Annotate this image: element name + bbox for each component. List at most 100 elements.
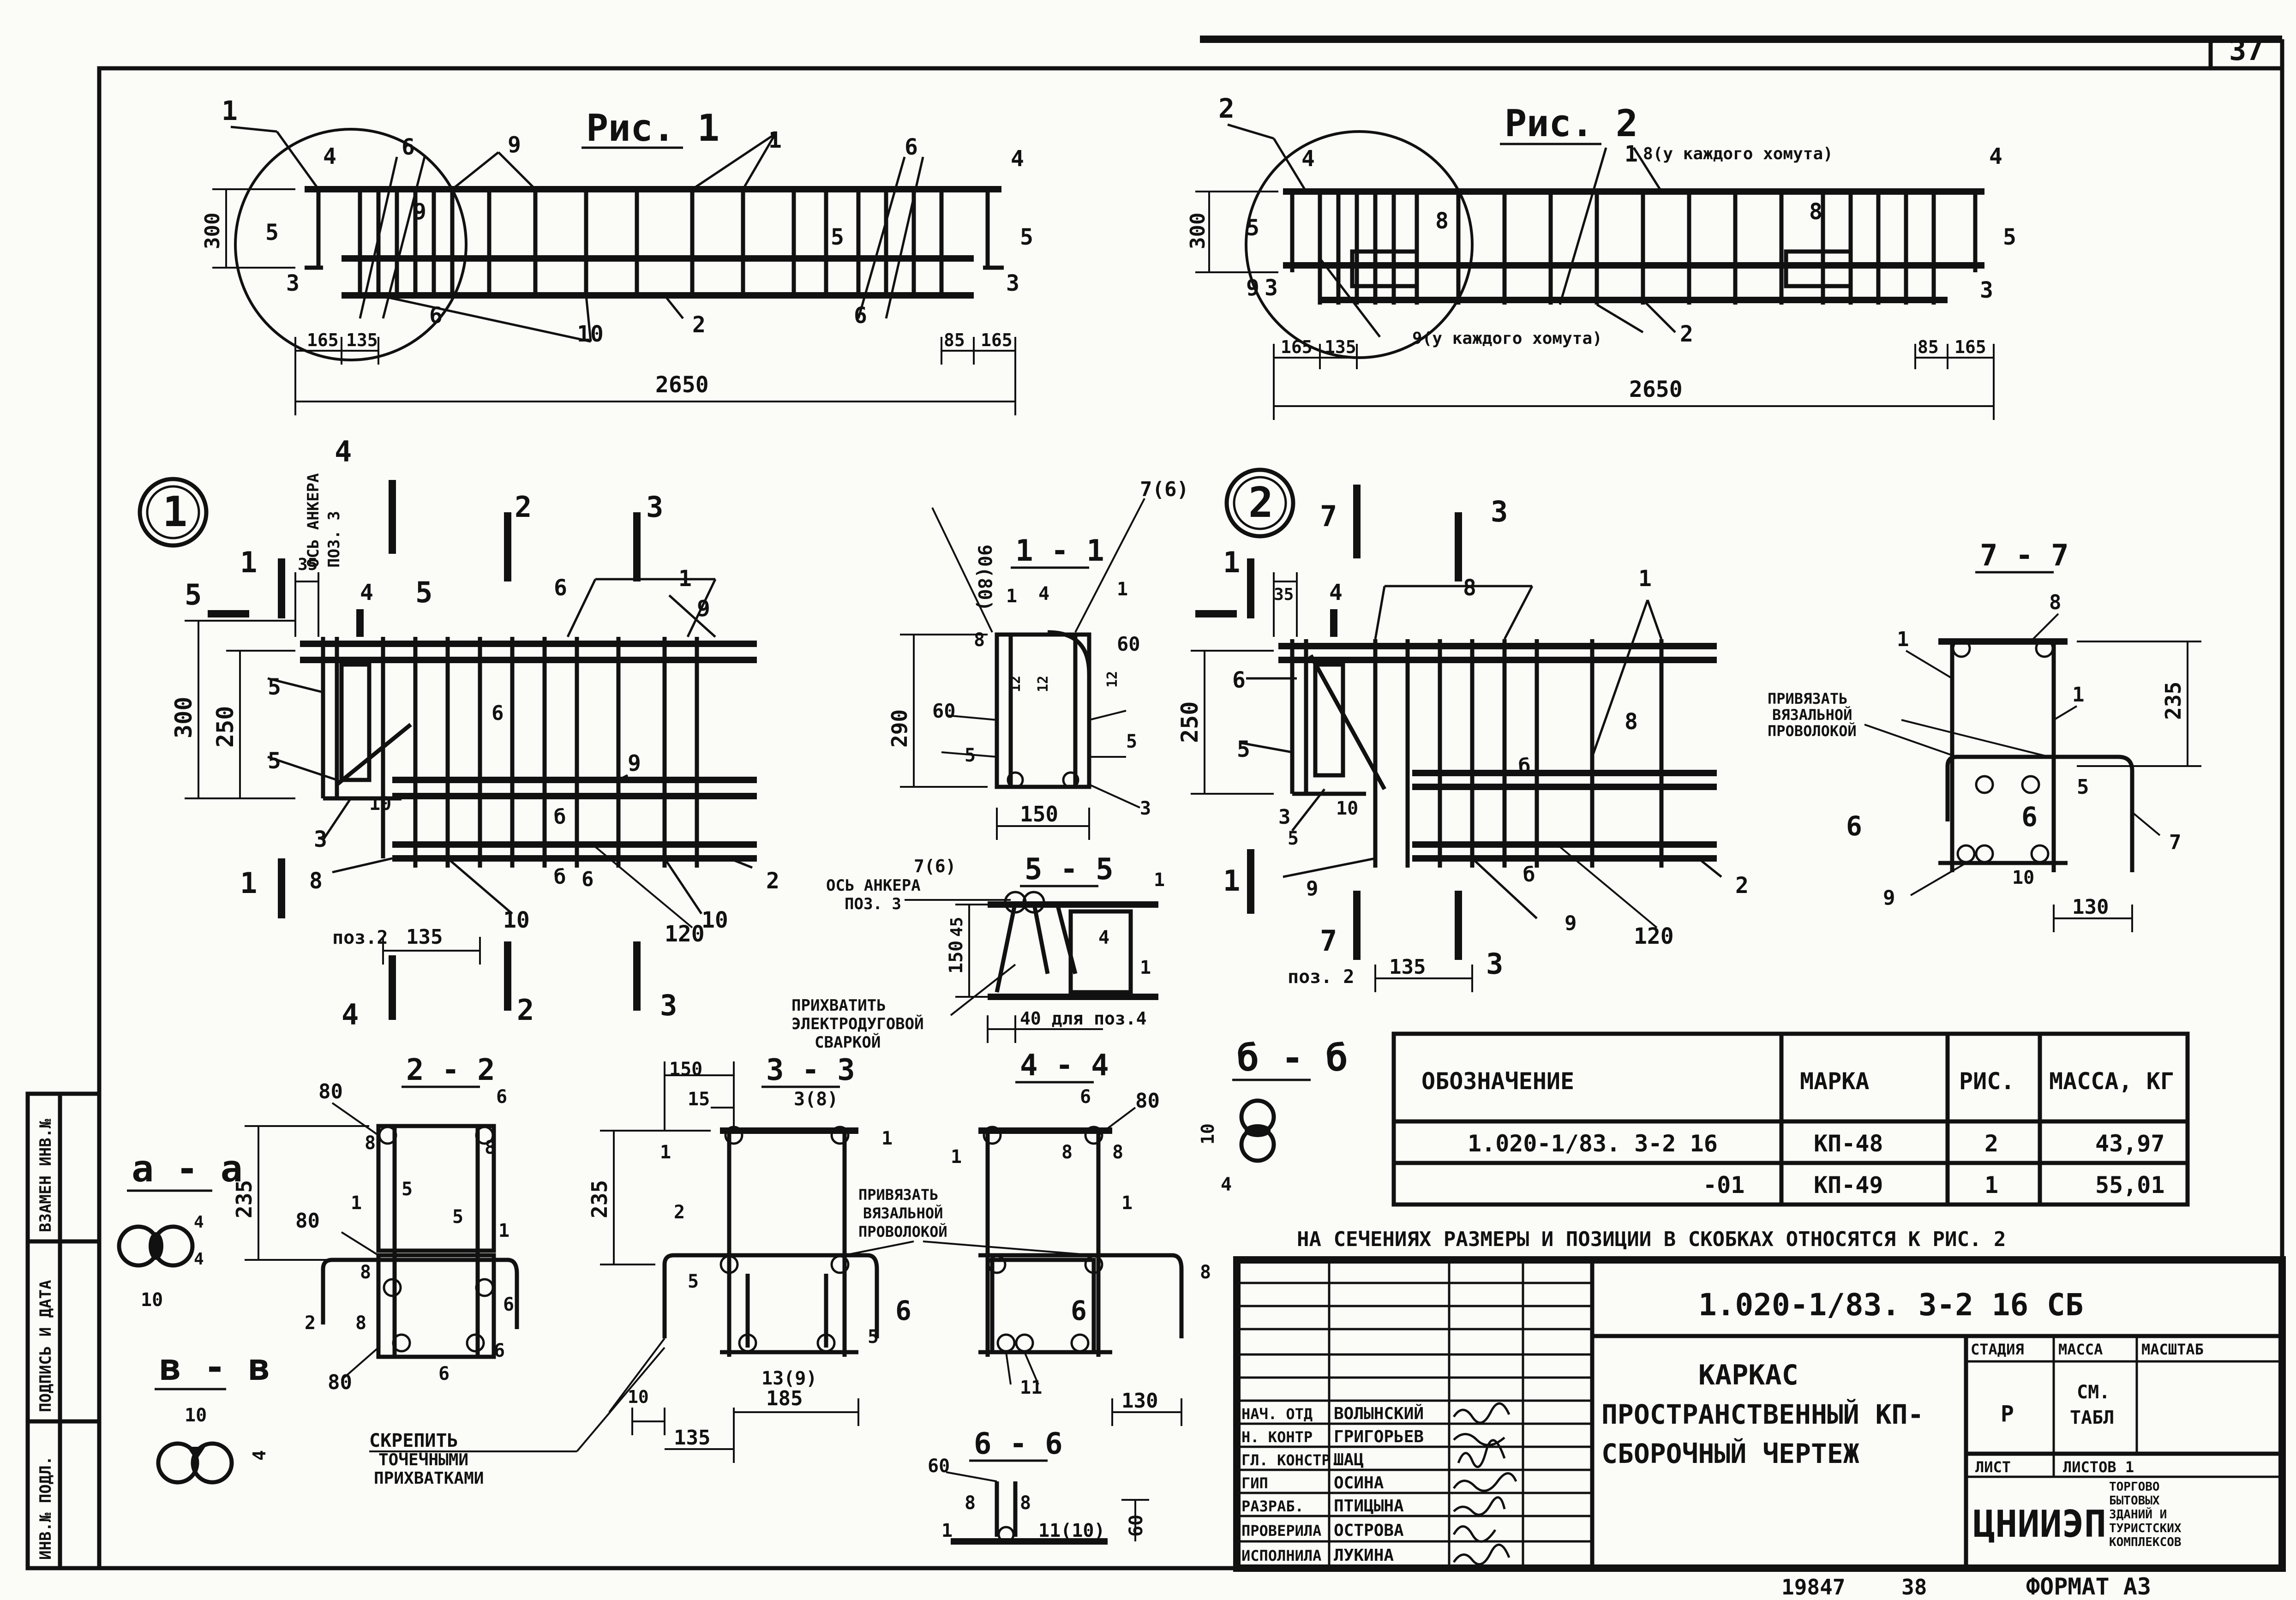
spec-cell: КП-49	[1814, 1172, 1883, 1199]
s11-pos: 1	[1117, 579, 1128, 600]
fig1-pos-label: 5	[265, 220, 279, 246]
sheets-label: ЛИСТОВ 1	[2063, 1458, 2134, 1476]
s22-pos: 8	[485, 1137, 496, 1158]
node1-anchor-axis: ОСЬ АНКЕРА	[304, 473, 323, 568]
staff-name: ВОЛЫНСКИЙ	[1334, 1404, 1424, 1423]
section-a-a: а - а 4 4 10	[117, 1147, 243, 1311]
fig2-pos-label: 3	[1265, 275, 1278, 301]
s33-note: ВЯЗАЛЬНОЙ	[863, 1204, 943, 1222]
section-1-1-title: 1 - 1	[1015, 534, 1104, 568]
s33-pos: 5	[688, 1271, 699, 1292]
s22-pos: 8	[355, 1312, 366, 1334]
s55-pos: 1	[1154, 869, 1165, 891]
node2-pos-label: 3	[1278, 805, 1291, 829]
s22-pos: 6	[496, 1086, 507, 1108]
s22-pos: 6	[438, 1363, 450, 1384]
section-mark-1: 1	[1223, 864, 1240, 898]
s77-dim: 130	[2072, 895, 2109, 919]
s77-note: ВЯЗАЛЬНОЙ	[1772, 706, 1852, 724]
doc-title-line: ПРОСТРАНСТВЕННЫЙ КП-	[1601, 1398, 1924, 1430]
node1-pos-label: 10	[369, 793, 391, 815]
s66-pos: 8	[1020, 1492, 1031, 1514]
fig1-dim: 85	[944, 330, 965, 350]
s33-dim: 150	[669, 1059, 702, 1080]
node2-pos-label: 8	[1463, 575, 1476, 601]
s11-pos: 1	[1006, 586, 1017, 607]
s11-pos: 5	[1126, 731, 1137, 752]
s22-pos: 8	[360, 1262, 371, 1283]
s55-note: ЭЛЕКТРОДУГОВОЙ	[791, 1014, 924, 1033]
node1-dim: 120	[665, 921, 705, 947]
s33-dim: 15	[688, 1089, 710, 1110]
fig2-title: Рис. 2	[1505, 102, 1638, 145]
signatures	[1452, 1402, 1517, 1565]
s11-pos: 5	[965, 745, 976, 766]
s11-dim: 60	[1117, 633, 1140, 655]
s11-pos: 4	[1038, 583, 1049, 605]
node1-pos-label: 5	[268, 674, 281, 700]
fig2-dim: 300	[1186, 213, 1210, 249]
fig2-pos-label: 5	[1246, 215, 1259, 241]
s22-pos: 8	[365, 1133, 376, 1154]
stamp-inv-orig: ИНВ.№ ПОДЛ.	[36, 1456, 55, 1560]
spec-cell: -01	[1703, 1172, 1744, 1199]
s22-dim: 80	[328, 1371, 352, 1394]
node1-pos-label: 4	[360, 580, 373, 605]
fig2-pos-label: 5	[2003, 224, 2016, 250]
s33-note: ПРОВОЛОКОЙ	[858, 1223, 947, 1240]
node1-pos-label: 1	[678, 566, 692, 592]
s44-pos: 8	[1200, 1262, 1211, 1283]
s33-pos: 3(8)	[794, 1089, 838, 1110]
staff-name: ЛУКИНА	[1334, 1546, 1394, 1565]
node2-pos-label: 5	[1288, 828, 1299, 849]
node-1-detail: 1 ОСЬ АНКЕРА ПОЗ. 3	[138, 435, 779, 1031]
staff-role: ПРОВЕРИЛА	[1241, 1522, 1321, 1540]
fig1-pos-label: 3	[286, 270, 300, 296]
svv-dim: 4	[249, 1450, 270, 1461]
node-2-detail: 2	[1176, 467, 1749, 992]
sbb-dim: 10	[1198, 1123, 1218, 1145]
s77-pos: 7	[2169, 831, 2182, 854]
saa-dim: 10	[141, 1289, 163, 1311]
doc-title-line: СБОРОЧНЫЙ ЧЕРТЕЖ	[1601, 1438, 1859, 1469]
node1-pos-label: 6	[581, 868, 594, 891]
s22-pos: 6	[503, 1294, 514, 1315]
s11-pos: 12	[1035, 676, 1051, 692]
section-1-1: 1 - 1 90(80) 7(6) 290 60 60 150 8 1 4 1 …	[887, 478, 1189, 840]
section-mark-1: 1	[1223, 545, 1240, 579]
s11-dim: 7(6)	[1140, 478, 1189, 501]
copy-number: 38	[1901, 1575, 1927, 1600]
s33-note: ПРИВЯЗАТЬ	[858, 1186, 938, 1204]
s22-pos: 1	[498, 1220, 510, 1241]
node2-dim: 135	[1389, 955, 1426, 979]
s44-pos: 11	[1020, 1377, 1042, 1398]
s22-pos: 6	[494, 1340, 505, 1361]
staff-role: ГИП	[1241, 1474, 1268, 1492]
fig2-dim: 2650	[1629, 377, 1683, 402]
saa-dim: 4	[194, 1250, 204, 1269]
fig1-pos-label: 6	[429, 303, 443, 329]
fig1-pos-label: 1	[222, 95, 238, 126]
s11-dim: 290	[887, 709, 912, 748]
s44-pos: 1	[951, 1146, 962, 1168]
node1-pos-label: б	[554, 865, 566, 889]
mass-value: СМ.	[2077, 1382, 2110, 1403]
node1-pos-label: 2	[766, 868, 779, 894]
s55-pos: 1	[1140, 957, 1151, 978]
node2-pos-label: 6	[1232, 667, 1246, 693]
s44-pos: 8	[1061, 1142, 1073, 1163]
s33-dim: 185	[766, 1387, 803, 1410]
fig1-pos-label: 1	[768, 127, 782, 153]
fig2-note-bottom: 9(у каждого хомута)	[1412, 329, 1602, 348]
s66-pos: 11(10)	[1038, 1520, 1105, 1541]
fig1-pos-label: 9	[508, 132, 521, 158]
spec-cell: КП-48	[1814, 1130, 1883, 1157]
section-7-7: 7 - 7 235 130 8 1 1 5 9 10 7 6 6 ПРИВЯЗ	[1768, 539, 2201, 932]
spec-cell: 2	[1984, 1130, 1998, 1157]
fig1-pos-label: 6	[402, 134, 415, 160]
s22-pos: 2	[305, 1312, 316, 1334]
clamp-note: СКРЕПИТЬ	[369, 1430, 458, 1451]
stamp-replace-inv: ВЗАМЕН ИНВ.№	[36, 1119, 55, 1232]
s55-dim: 40 для поз.4	[1020, 1008, 1147, 1029]
